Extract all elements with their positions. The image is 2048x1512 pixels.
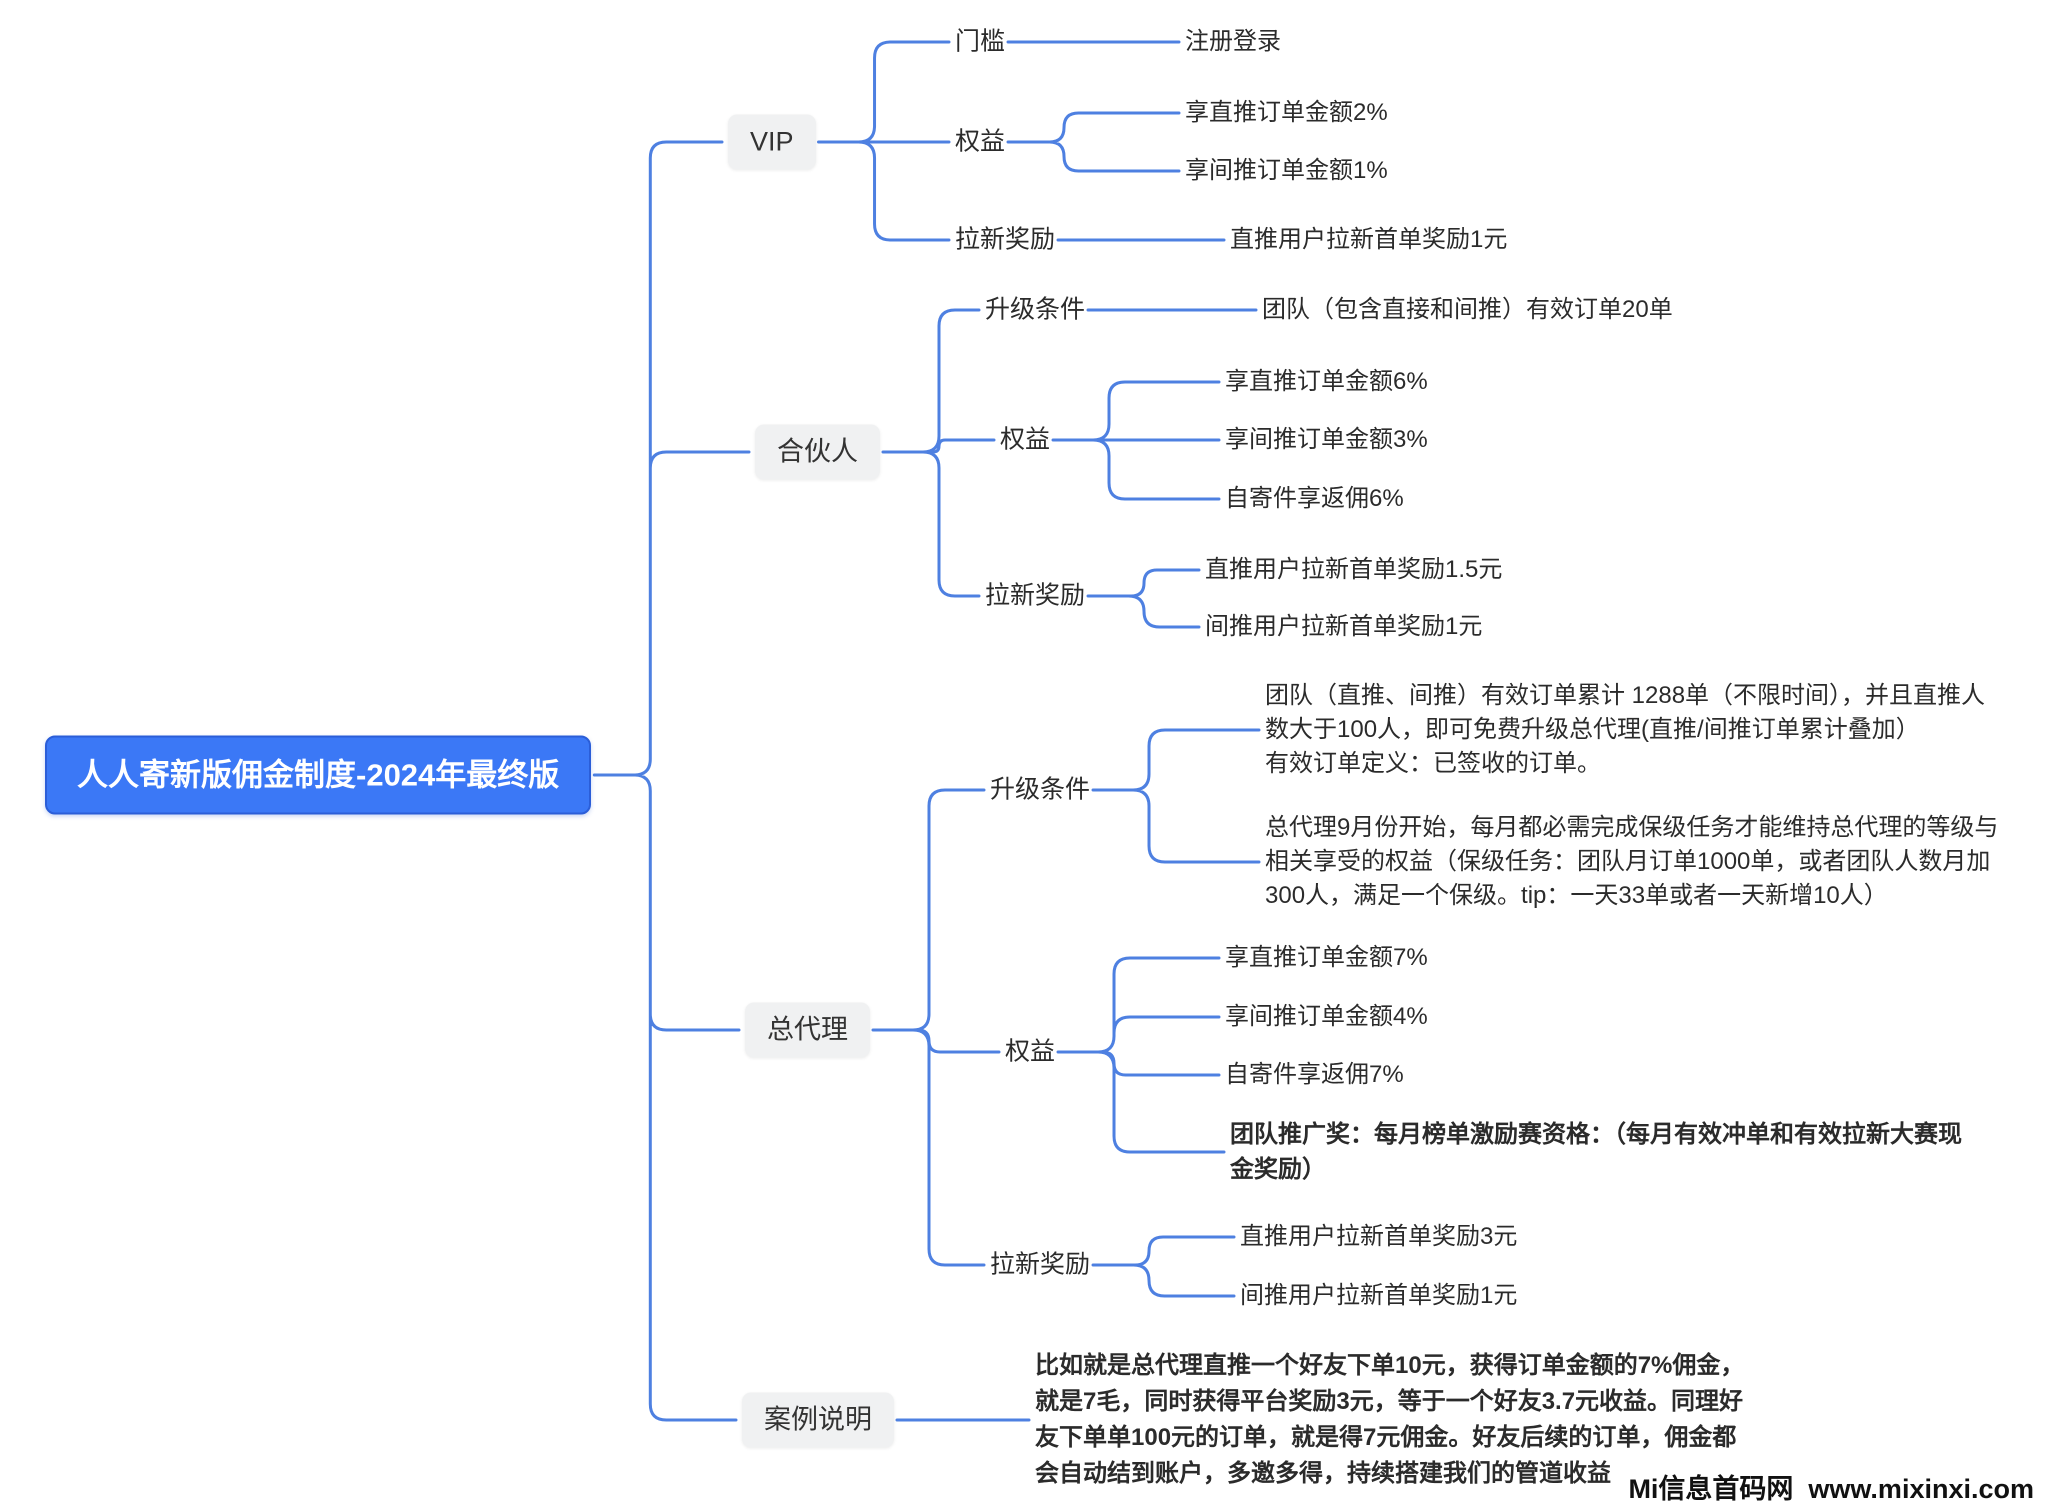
leaf-direct-2pct[interactable]: 享直推订单金额2% (1185, 99, 1388, 126)
sub-label-referral-reward[interactable]: 拉新奖励 (985, 581, 1086, 610)
leaf-self-ship-7pct[interactable]: 自寄件享返佣7% (1225, 1061, 1404, 1088)
leaf-direct-7pct[interactable]: 享直推订单金额7% (1225, 944, 1428, 971)
sub-label-benefits[interactable]: 权益 (955, 127, 1006, 156)
sub-label-upgrade-condition[interactable]: 升级条件 (990, 775, 1091, 804)
sub-label-referral-reward[interactable]: 拉新奖励 (955, 225, 1056, 254)
leaf-indirect-1pct[interactable]: 享间推订单金额1% (1185, 157, 1388, 184)
sub-label-threshold[interactable]: 门槛 (955, 27, 1006, 56)
sub-label-referral-reward[interactable]: 拉新奖励 (990, 1250, 1091, 1279)
leaf-upgrade-rule-text[interactable]: 团队（直推、间推）有效订单累计 1288单（不限时间），并且直推人数大于100人… (1265, 682, 1986, 777)
leaf-self-ship-6pct[interactable]: 自寄件享返佣6% (1225, 485, 1404, 512)
root-node[interactable]: 人人寄新版佣金制度-2024年最终版 (45, 735, 592, 815)
leaf-indirect-3pct[interactable]: 享间推订单金额3% (1225, 426, 1428, 453)
leaf-direct-referral-1yuan[interactable]: 直推用户拉新首单奖励1元 (1230, 226, 1508, 253)
sub-label-benefits[interactable]: 权益 (1005, 1037, 1056, 1066)
leaf-direct-referral-3yuan[interactable]: 直推用户拉新首单奖励3元 (1240, 1223, 1518, 1250)
leaf-team-20-orders[interactable]: 团队（包含直接和间推）有效订单20单 (1262, 296, 1673, 323)
branch-node-case[interactable]: 案例说明 (742, 1392, 894, 1448)
branch-node-vip[interactable]: VIP (728, 114, 816, 170)
leaf-indirect-referral-1yuan[interactable]: 间推用户拉新首单奖励1元 (1240, 1282, 1518, 1309)
leaf-keep-level-rule-text[interactable]: 总代理9月份开始，每月都必需完成保级任务才能维持总代理的等级与相关享受的权益（保… (1265, 814, 1999, 909)
branch-node-general-agent[interactable]: 总代理 (745, 1002, 870, 1058)
leaf-indirect-referral-1yuan[interactable]: 间推用户拉新首单奖励1元 (1205, 613, 1483, 640)
branch-node-partner[interactable]: 合伙人 (755, 424, 880, 480)
sub-label-benefits[interactable]: 权益 (1000, 425, 1051, 454)
leaf-direct-referral-1p5yuan[interactable]: 直推用户拉新首单奖励1.5元 (1205, 556, 1503, 583)
leaf-indirect-4pct[interactable]: 享间推订单金额4% (1225, 1003, 1428, 1030)
leaf-case-example-text[interactable]: 比如就是总代理直推一个好友下单10元，获得订单金额的7%佣金，就是7毛，同时获得… (1035, 1352, 1745, 1487)
site-watermark: Mi信息首码网 www.mixinxi.com (1628, 1474, 2034, 1504)
leaf-direct-6pct[interactable]: 享直推订单金额6% (1225, 368, 1428, 395)
sub-label-upgrade-condition[interactable]: 升级条件 (985, 295, 1086, 324)
leaf-team-promo-award[interactable]: 团队推广奖：每月榜单激励赛资格：（每月有效冲单和有效拉新大赛现金奖励） (1230, 1121, 1962, 1183)
leaf-register-login[interactable]: 注册登录 (1185, 28, 1281, 55)
